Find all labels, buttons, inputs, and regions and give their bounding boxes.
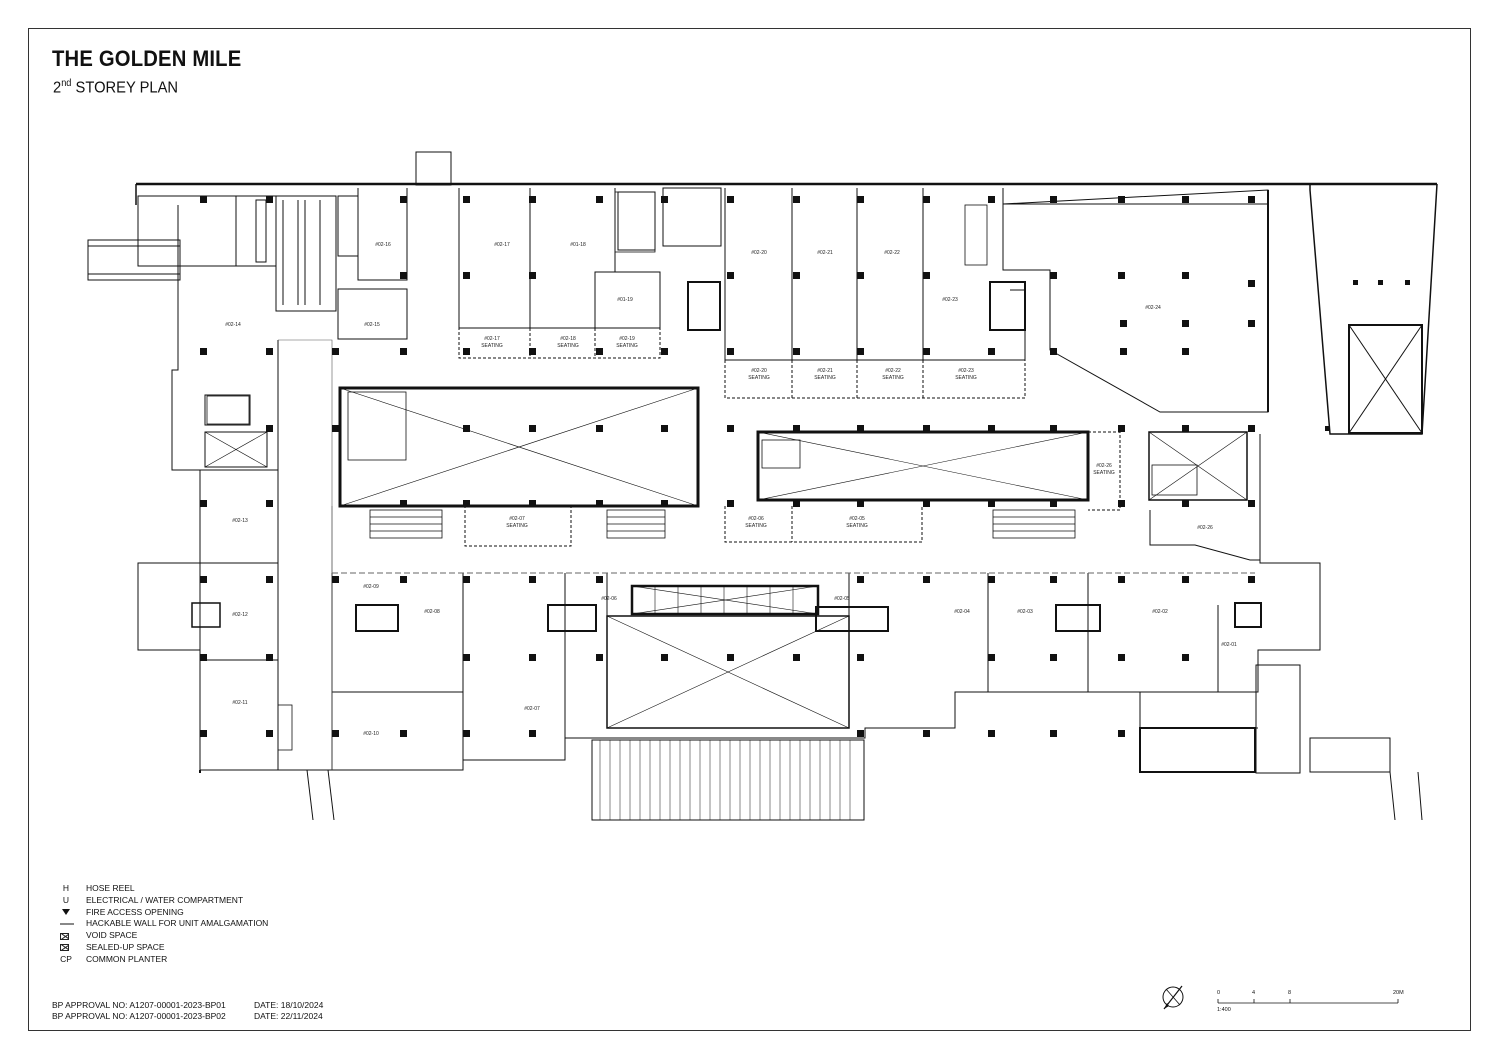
north-arrow-icon (1162, 985, 1184, 1010)
seating-label-sub: SEATING (506, 523, 528, 529)
unit-labels: #02-16 #02-17 #01-18 #01-19 #02-20 #02-2… (225, 242, 1237, 737)
legend-text: COMMON PLANTER (86, 953, 168, 964)
unit-label: #02-10 (363, 731, 379, 737)
crossed-box-icon (60, 944, 69, 952)
seating-label: #02-26 (1096, 463, 1112, 469)
seating-label: #02-17 (484, 336, 500, 342)
legend-text: VOID SPACE (86, 930, 138, 941)
legend-code: CP (60, 953, 72, 964)
unit-label: #02-08 (424, 609, 440, 615)
legend-item-common-planter: CP COMMON PLANTER (56, 954, 268, 966)
unit-label: #02-11 (232, 700, 247, 706)
legend-item-hose-reel: H HOSE REEL (56, 883, 268, 895)
legend-item-fire-access: FIRE ACCESS OPENING (56, 907, 268, 919)
legend-text: FIRE ACCESS OPENING (86, 906, 184, 917)
crossed-box-icon (60, 932, 69, 940)
scale-bar: 0 4 8 20M 1:400 (1216, 990, 1416, 1020)
legend-item-electrical: U ELECTRICAL / WATER COMPARTMENT (56, 895, 268, 907)
seating-label-sub: SEATING (814, 375, 836, 381)
approval-row: BP APPROVAL NO: A1207-00001-2023-BP02 DA… (52, 1011, 323, 1022)
dashed-line-icon (60, 923, 74, 926)
seating-label: #02-22 (885, 368, 901, 374)
unit-label: #01-18 (570, 242, 586, 248)
subtitle-ordinal: 2 (53, 79, 62, 97)
seating-label: #02-18 (560, 336, 576, 342)
legend-code: H (62, 883, 70, 893)
legend-code: U (62, 894, 70, 905)
bp-approval-number: BP APPROVAL NO: A1207-00001-2023-BP02 (52, 1011, 226, 1021)
seating-label-sub: SEATING (846, 523, 868, 529)
seating-label: #02-06 (748, 516, 764, 522)
unit-label: #02-23 (942, 297, 958, 303)
unit-label: #02-12 (232, 612, 248, 618)
subtitle-suffix: nd (61, 78, 72, 89)
seating-label: #02-19 (619, 336, 635, 342)
drawing-sheet-border (28, 28, 1471, 1031)
approval-block: BP APPROVAL NO: A1207-00001-2023-BP01 DA… (52, 1000, 323, 1022)
structural-columns (200, 196, 1410, 737)
scale-tick-label: 4 (1252, 990, 1256, 996)
seating-label-sub: SEATING (745, 523, 767, 529)
legend-item-hackable-wall: HACKABLE WALL FOR UNIT AMALGAMATION (56, 918, 268, 930)
legend-text: ELECTRICAL / WATER COMPARTMENT (86, 894, 244, 905)
scale-ratio: 1:400 (1217, 1007, 1231, 1013)
seating-label: #02-05 (849, 516, 865, 522)
bp-approval-number: BP APPROVAL NO: A1207-00001-2023-BP01 (52, 1000, 226, 1010)
unit-label: #02-05 (834, 596, 850, 602)
seating-label: #02-20 (751, 368, 767, 374)
scale-tick-label: 20M (1393, 990, 1404, 996)
unit-label: #02-01 (1221, 642, 1237, 648)
floor-plan-walls (87, 151, 1438, 821)
unit-label: #02-14 (225, 322, 241, 328)
approval-row: BP APPROVAL NO: A1207-00001-2023-BP01 DA… (52, 1000, 323, 1011)
unit-label: #02-07 (524, 706, 540, 712)
seating-label-sub: SEATING (616, 343, 638, 349)
drawing-subtitle: 2nd STOREY PLAN (53, 78, 178, 97)
unit-label: #02-20 (751, 250, 767, 256)
approval-date: DATE: 22/11/2024 (254, 1011, 323, 1021)
unit-label: #02-15 (364, 322, 380, 328)
seating-label: #02-07 (509, 516, 525, 522)
seating-label-sub: SEATING (748, 375, 770, 381)
scale-bar-graphic (1217, 999, 1399, 1004)
unit-label: #02-09 (363, 584, 379, 590)
legend-item-void-space: VOID SPACE (56, 930, 268, 942)
legend-text: HACKABLE WALL FOR UNIT AMALGAMATION (86, 918, 269, 929)
unit-label: #02-21 (817, 250, 833, 256)
seating-label-sub: SEATING (1093, 470, 1115, 476)
unit-label: #02-22 (884, 250, 900, 256)
legend-text: SEALED-UP SPACE (86, 941, 165, 952)
legend-text: HOSE REEL (86, 883, 135, 893)
unit-label: #02-17 (494, 242, 510, 248)
unit-label: #02-02 (1152, 609, 1168, 615)
seating-label-sub: SEATING (882, 375, 904, 381)
legend-item-sealed-up-space: SEALED-UP SPACE (56, 942, 268, 954)
approval-date: DATE: 18/10/2024 (254, 1000, 324, 1010)
seating-label: #02-21 (817, 368, 833, 374)
unit-label: #02-06 (601, 596, 617, 602)
unit-label: #02-16 (375, 242, 391, 248)
subtitle-text: STOREY PLAN (75, 79, 179, 97)
unit-label: #02-13 (232, 518, 248, 524)
seating-labels: #02-17 SEATING #02-18 SEATING #02-19 SEA… (481, 336, 1115, 529)
unit-label: #01-19 (617, 297, 633, 303)
scale-tick-label: 8 (1288, 990, 1292, 996)
unit-label: #02-26 (1197, 525, 1213, 531)
seating-label: #02-23 (958, 368, 974, 374)
seating-label-sub: SEATING (557, 343, 579, 349)
unit-label: #02-03 (1017, 609, 1033, 615)
seating-label-sub: SEATING (955, 375, 977, 381)
unit-label: #02-24 (1145, 305, 1161, 311)
drawing-title: THE GOLDEN MILE (52, 46, 242, 71)
seating-label-sub: SEATING (481, 343, 503, 349)
triangle-down-icon (62, 909, 70, 916)
scale-tick-label: 0 (1217, 990, 1221, 996)
legend: H HOSE REEL U ELECTRICAL / WATER COMPART… (56, 883, 268, 966)
unit-label: #02-04 (954, 609, 970, 615)
